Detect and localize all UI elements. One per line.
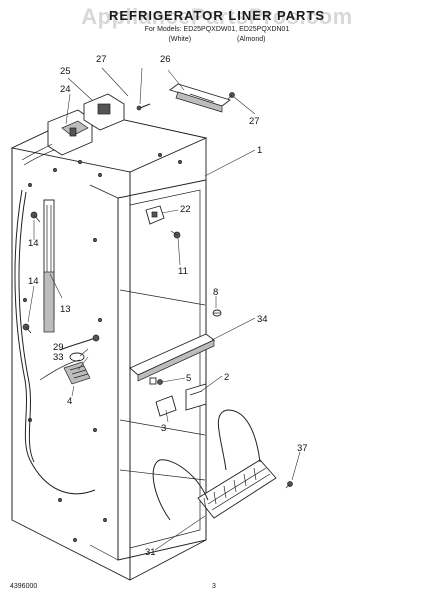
color-almond: (Almond) (237, 36, 266, 43)
drain-fitting (155, 395, 177, 417)
screw-control-housing (136, 103, 151, 111)
top-rail (169, 83, 231, 113)
callout-14-upper: 14 (28, 238, 39, 249)
callout-5: 5 (186, 373, 191, 384)
screw-top-rail (227, 92, 235, 100)
screw-upper (30, 211, 41, 223)
page-number: 3 (212, 583, 216, 590)
switch-assembly (39, 334, 100, 381)
heater-fins (203, 467, 271, 511)
control-housing (21, 93, 125, 166)
callout-27-left: 27 (96, 54, 107, 65)
callout-37: 37 (297, 443, 308, 454)
callout-25: 25 (60, 66, 71, 77)
clip-part (212, 309, 222, 317)
callout-22: 22 (180, 204, 191, 215)
callout-13: 13 (60, 304, 71, 315)
callout-24: 24 (60, 84, 71, 95)
model-numbers: For Models: ED25PQXDW01, ED25PQXDN01 (144, 26, 290, 33)
color-variants: (White) (Almond) (0, 36, 434, 43)
callout-26: 26 (160, 54, 171, 65)
callout-2: 2 (224, 372, 229, 383)
diagram-title: REFRIGERATOR LINER PARTS (108, 8, 326, 23)
lower-clip (149, 377, 163, 385)
document-number: 4396000 (10, 583, 38, 590)
refrigerator-liner (10, 111, 208, 581)
callout-27-right: 27 (249, 116, 260, 127)
callout-labels: 1 2 3 4 5 8 11 13 14 14 22 24 25 26 27 2… (28, 54, 308, 558)
heater-assembly (152, 409, 277, 521)
light-socket (63, 361, 91, 385)
watermark-text: AppliancePartsPros.com (81, 4, 353, 29)
callout-1: 1 (257, 145, 262, 156)
crisper-support (129, 333, 215, 382)
leader-lines (27, 67, 301, 551)
liner-side-bumps (23, 153, 182, 542)
screw-lower (22, 323, 32, 334)
callout-11: 11 (178, 266, 188, 277)
wire-harness (14, 189, 96, 495)
callout-8: 8 (213, 287, 218, 298)
color-white: (White) (168, 36, 192, 43)
callout-14-lower: 14 (28, 276, 39, 287)
callout-31: 31 (145, 547, 156, 558)
callout-3: 3 (161, 423, 166, 434)
heater-screw (285, 481, 293, 489)
callout-34: 34 (257, 314, 268, 325)
callout-33: 33 (53, 352, 64, 363)
shelf-screw (170, 230, 181, 239)
callout-4: 4 (67, 396, 72, 407)
shelf-bracket (145, 205, 165, 225)
callout-29: 29 (53, 342, 64, 353)
